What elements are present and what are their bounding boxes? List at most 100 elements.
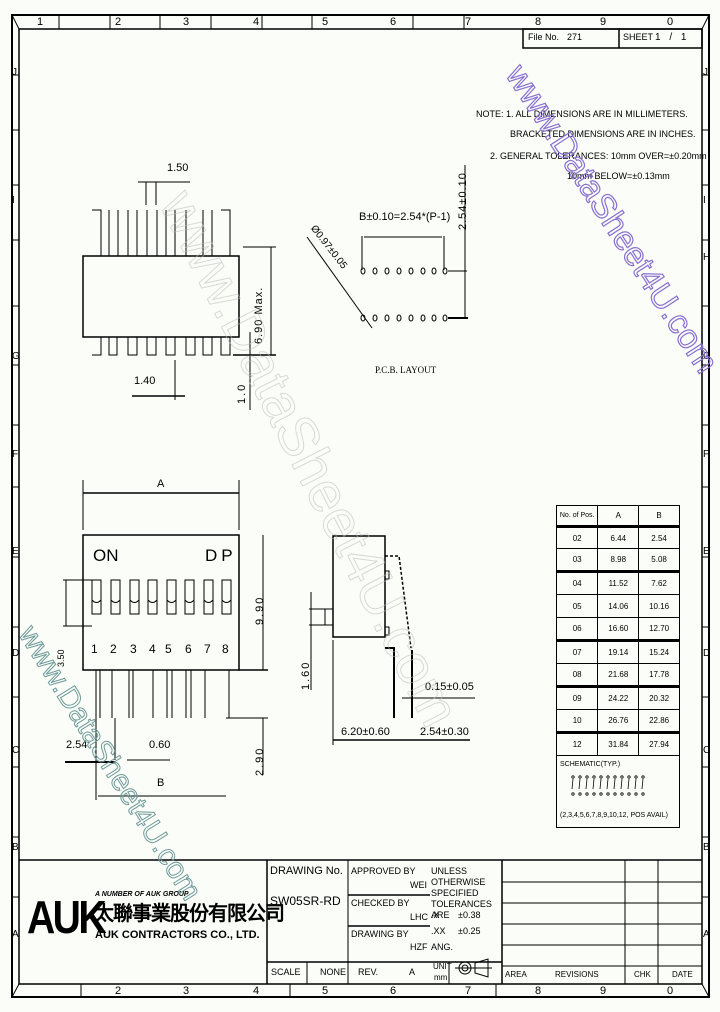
switch-number: 6 xyxy=(185,642,192,656)
company-chinese-name: 太聯事業股份有限公司 xyxy=(94,903,285,925)
table-cell: 22.86 xyxy=(638,709,680,734)
table-cell: 15.24 xyxy=(638,640,680,664)
note-line-1: NOTE: 1. ALL DIMENSIONS ARE IN MILLIMETE… xyxy=(476,109,688,119)
table-cell: 2.54 xyxy=(638,526,680,549)
row-label: H xyxy=(703,252,711,263)
drawing-no-label: DRAWING No. xyxy=(270,865,343,877)
table-cell: 12.70 xyxy=(638,617,680,642)
table-cell: 20.32 xyxy=(638,686,680,710)
table-cell: 14.06 xyxy=(597,594,640,618)
table-cell: 26.76 xyxy=(597,709,640,734)
col-label: 9 xyxy=(600,16,607,28)
unit-value: mm xyxy=(434,973,448,982)
col-label: 7 xyxy=(465,985,472,997)
file-no-label: File No. xyxy=(528,32,560,42)
table-header-row: No. of Pos. A B xyxy=(555,505,680,528)
row-label: J xyxy=(703,67,708,78)
span-dim-b: B xyxy=(157,777,165,789)
pitch-dim: 1.50 xyxy=(167,162,189,174)
schematic-row: SCHEMATIC(TYP.) (2,3,4,5,6,7,8,9,10,12, … xyxy=(556,755,680,828)
table-cell: 10.16 xyxy=(638,594,680,618)
table-cell: 19.14 xyxy=(597,640,640,664)
rev-label: REV. xyxy=(358,967,379,977)
company-tagline: A NUMBER OF AUK GROUP xyxy=(95,891,189,898)
switch-number: 1 xyxy=(91,642,98,656)
row-label: I xyxy=(12,195,15,206)
label-on: ON xyxy=(93,546,119,565)
row-label: C xyxy=(12,745,20,756)
approved-by-value: WEI xyxy=(410,880,427,890)
table-cell: 04 xyxy=(555,571,599,595)
auk-logo: AUK xyxy=(27,891,107,943)
table-row: 04 11.52 7.62 xyxy=(555,571,680,595)
row-label: A xyxy=(12,929,19,940)
switch-number: 5 xyxy=(165,642,172,656)
scale-value: NONE xyxy=(320,967,347,977)
lead-thickness-dim: 0.15±0.05 xyxy=(425,681,474,693)
table-cell: 02 xyxy=(555,526,599,549)
col-label: 8 xyxy=(535,16,542,28)
lead-length-dim: 2.90 xyxy=(254,746,266,776)
rev-value: A xyxy=(409,967,416,977)
actuator-height-dim: 1.60 xyxy=(300,660,312,690)
row-label: F xyxy=(12,449,19,460)
row-label: J xyxy=(12,67,17,78)
col-label: 4 xyxy=(253,985,260,997)
lead-dim: 1.40 xyxy=(134,375,156,387)
table-row: 08 21.68 17.78 xyxy=(555,663,680,688)
table-row: 07 19.14 15.24 xyxy=(555,640,680,664)
table-header: No. of Pos. xyxy=(555,505,599,528)
row-label: G xyxy=(12,351,20,362)
drawing-by-label: DRAWING BY xyxy=(351,929,409,939)
col-label: 6 xyxy=(390,985,397,997)
table-cell: 03 xyxy=(555,548,599,573)
row-label: I xyxy=(703,195,706,206)
table-cell: 12 xyxy=(555,732,599,756)
body-depth-dim: 6.20±0.60 xyxy=(341,726,390,738)
table-cell: 06 xyxy=(555,617,599,642)
note-line-3: 2. GENERAL TOLERANCES: 10mm OVER=±0.20mm xyxy=(490,151,707,161)
row-label: B xyxy=(703,842,710,853)
table-cell: 10 xyxy=(555,709,599,734)
table-cell: 5.08 xyxy=(638,548,680,573)
table-cell: 17.78 xyxy=(638,663,680,688)
switch-number: 8 xyxy=(222,642,229,656)
col-label: 1 xyxy=(37,16,44,28)
table-row: 12 31.84 27.94 xyxy=(555,732,680,756)
date-label: DATE xyxy=(672,970,693,979)
area-label: AREA xyxy=(505,970,527,979)
tol-x-value: ±0.38 xyxy=(458,910,481,920)
row-label: B xyxy=(12,842,19,853)
row-label: E xyxy=(703,546,710,557)
note-line-4: 10mm BELOW=±0.13mm xyxy=(567,171,670,181)
third-angle-projection-icon xyxy=(455,960,495,978)
col-label: 5 xyxy=(322,16,329,28)
chk-label: CHK xyxy=(634,970,651,979)
table-row: 09 24.22 20.32 xyxy=(555,686,680,710)
table-cell: 31.84 xyxy=(597,732,640,756)
lead-width-dim: 0.60 xyxy=(149,739,171,751)
height-dim: 6.90 Max. xyxy=(253,286,265,344)
schematic-label: SCHEMATIC(TYP.) xyxy=(560,761,621,768)
table-cell: 24.22 xyxy=(597,686,640,710)
table-cell: 16.60 xyxy=(597,617,640,642)
table-cell: 21.68 xyxy=(597,663,640,688)
span-dim: B±0.10=2.54*(P-1) xyxy=(359,211,451,223)
scale-label: SCALE xyxy=(271,967,301,977)
row-label: D xyxy=(12,648,20,659)
label-dp: DP xyxy=(205,546,237,565)
checked-by-value: LHC xyxy=(410,912,429,922)
table-header: A xyxy=(597,505,640,528)
row-label: D xyxy=(703,648,711,659)
table-header: B xyxy=(638,505,680,528)
row-label: A xyxy=(703,929,710,940)
height-dim: 9.90 xyxy=(254,595,266,625)
width-dim-a: A xyxy=(157,478,165,490)
table-row: 03 8.98 5.08 xyxy=(555,548,680,573)
col-label: 7 xyxy=(465,16,472,28)
table-cell: 6.44 xyxy=(597,526,640,549)
table-cell: 8.98 xyxy=(597,548,640,573)
sheet-value: 1 / 1 xyxy=(655,32,690,43)
checked-by-label: CHECKED BY xyxy=(351,898,410,908)
